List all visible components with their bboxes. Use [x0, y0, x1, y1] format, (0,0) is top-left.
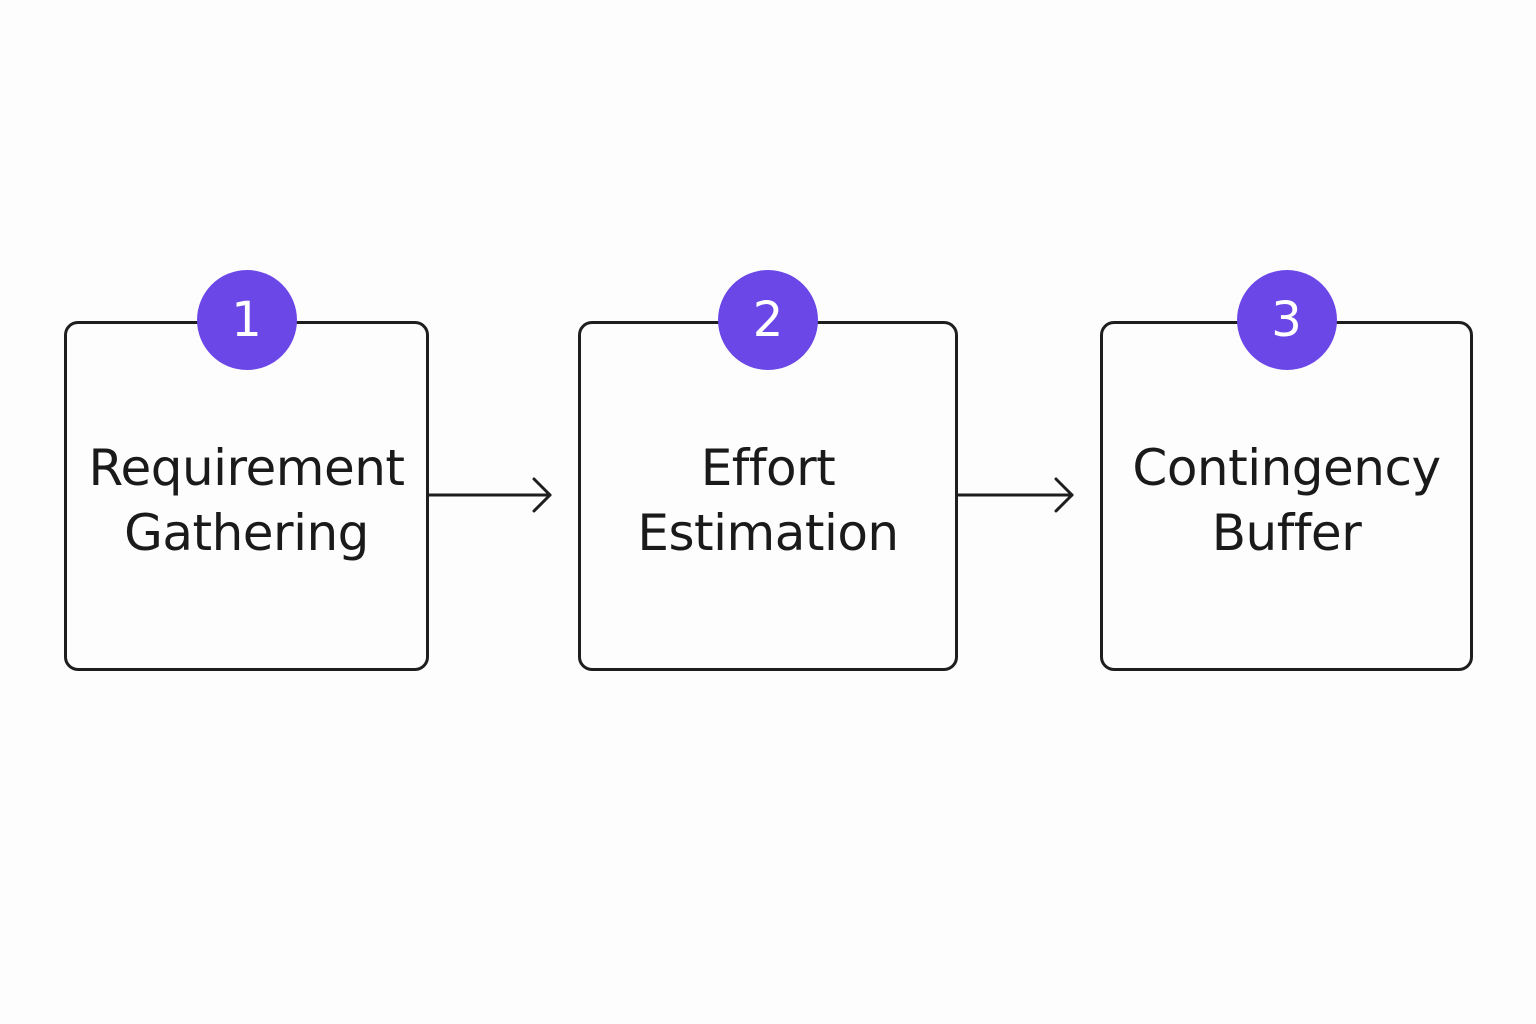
step-number-badge: 3: [1236, 270, 1337, 370]
step-box-effort-estimation: 2 Effort Estimation: [578, 270, 958, 671]
step-number-badge: 1: [196, 270, 297, 370]
step-label-line: Contingency: [1132, 439, 1441, 497]
step-label-line: Requirement: [88, 439, 405, 497]
arrow-right-icon: [426, 477, 552, 513]
step-number-badge: 2: [718, 270, 818, 370]
step-label: Requirement Gathering: [67, 436, 426, 566]
step-label-line: Buffer: [1211, 504, 1362, 562]
step-label-line: Effort: [700, 439, 836, 497]
step-label-line: Estimation: [637, 504, 899, 562]
step-label-line: Gathering: [124, 504, 369, 562]
step-box-requirement-gathering: 1 Requirement Gathering: [64, 270, 429, 671]
step-label: Contingency Buffer: [1103, 436, 1470, 566]
step-box-contingency-buffer: 3 Contingency Buffer: [1100, 270, 1473, 671]
step-label: Effort Estimation: [581, 436, 955, 566]
arrow-right-icon: [955, 477, 1074, 513]
